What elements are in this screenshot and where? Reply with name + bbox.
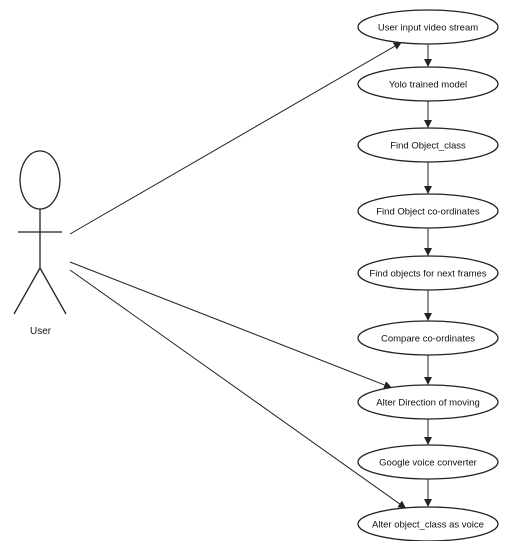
use-case-ellipse [357,320,499,356]
use-case-label: Google voice converter [379,458,477,469]
use-case-label: Find Object co-ordinates [376,207,480,218]
use-case-label: Yolo trained model [389,80,467,91]
use-case-uc4: Find Object co-ordinates [357,193,499,229]
use-case-ellipse [357,255,499,291]
edges-layer [69,42,432,509]
use-case-uc8: Google voice converter [357,444,499,480]
use-case-uc5: Find objects for next frames [357,255,499,291]
use-case-uc6: Compare co-ordinates [357,320,499,356]
use-case-uc9: Alter object_class as voice [357,506,499,541]
use-case-ellipse [357,193,499,229]
use-case-label: Find Object_class [390,141,466,152]
actor-left-leg [13,267,41,315]
use-case-label: Find objects for next frames [369,269,486,280]
actor-right-leg [39,267,67,315]
use-case-ellipse [357,506,499,541]
association-arrow-uc7 [69,261,393,389]
use-case-ellipse [357,444,499,480]
use-case-label: User input video stream [378,23,478,34]
use-case-label: Alter object_class as voice [372,520,484,531]
use-case-ellipse [357,127,499,163]
association-arrow-uc1 [69,42,402,235]
use-case-ellipse [357,66,499,102]
use-case-uc1: User input video stream [357,9,499,45]
use-case-label: Alter Direction of moving [376,398,479,409]
use-case-uc3: Find Object_class [357,127,499,163]
use-case-uc2: Yolo trained model [357,66,499,102]
use-case-ellipse [357,384,499,420]
association-arrow-uc9 [69,269,407,509]
user-actor [13,150,67,315]
actor-head [19,150,61,210]
use-case-ellipse [357,9,499,45]
use-case-uc7: Alter Direction of moving [357,384,499,420]
use-case-label: Compare co-ordinates [381,334,475,345]
actor-label: User [30,326,52,337]
